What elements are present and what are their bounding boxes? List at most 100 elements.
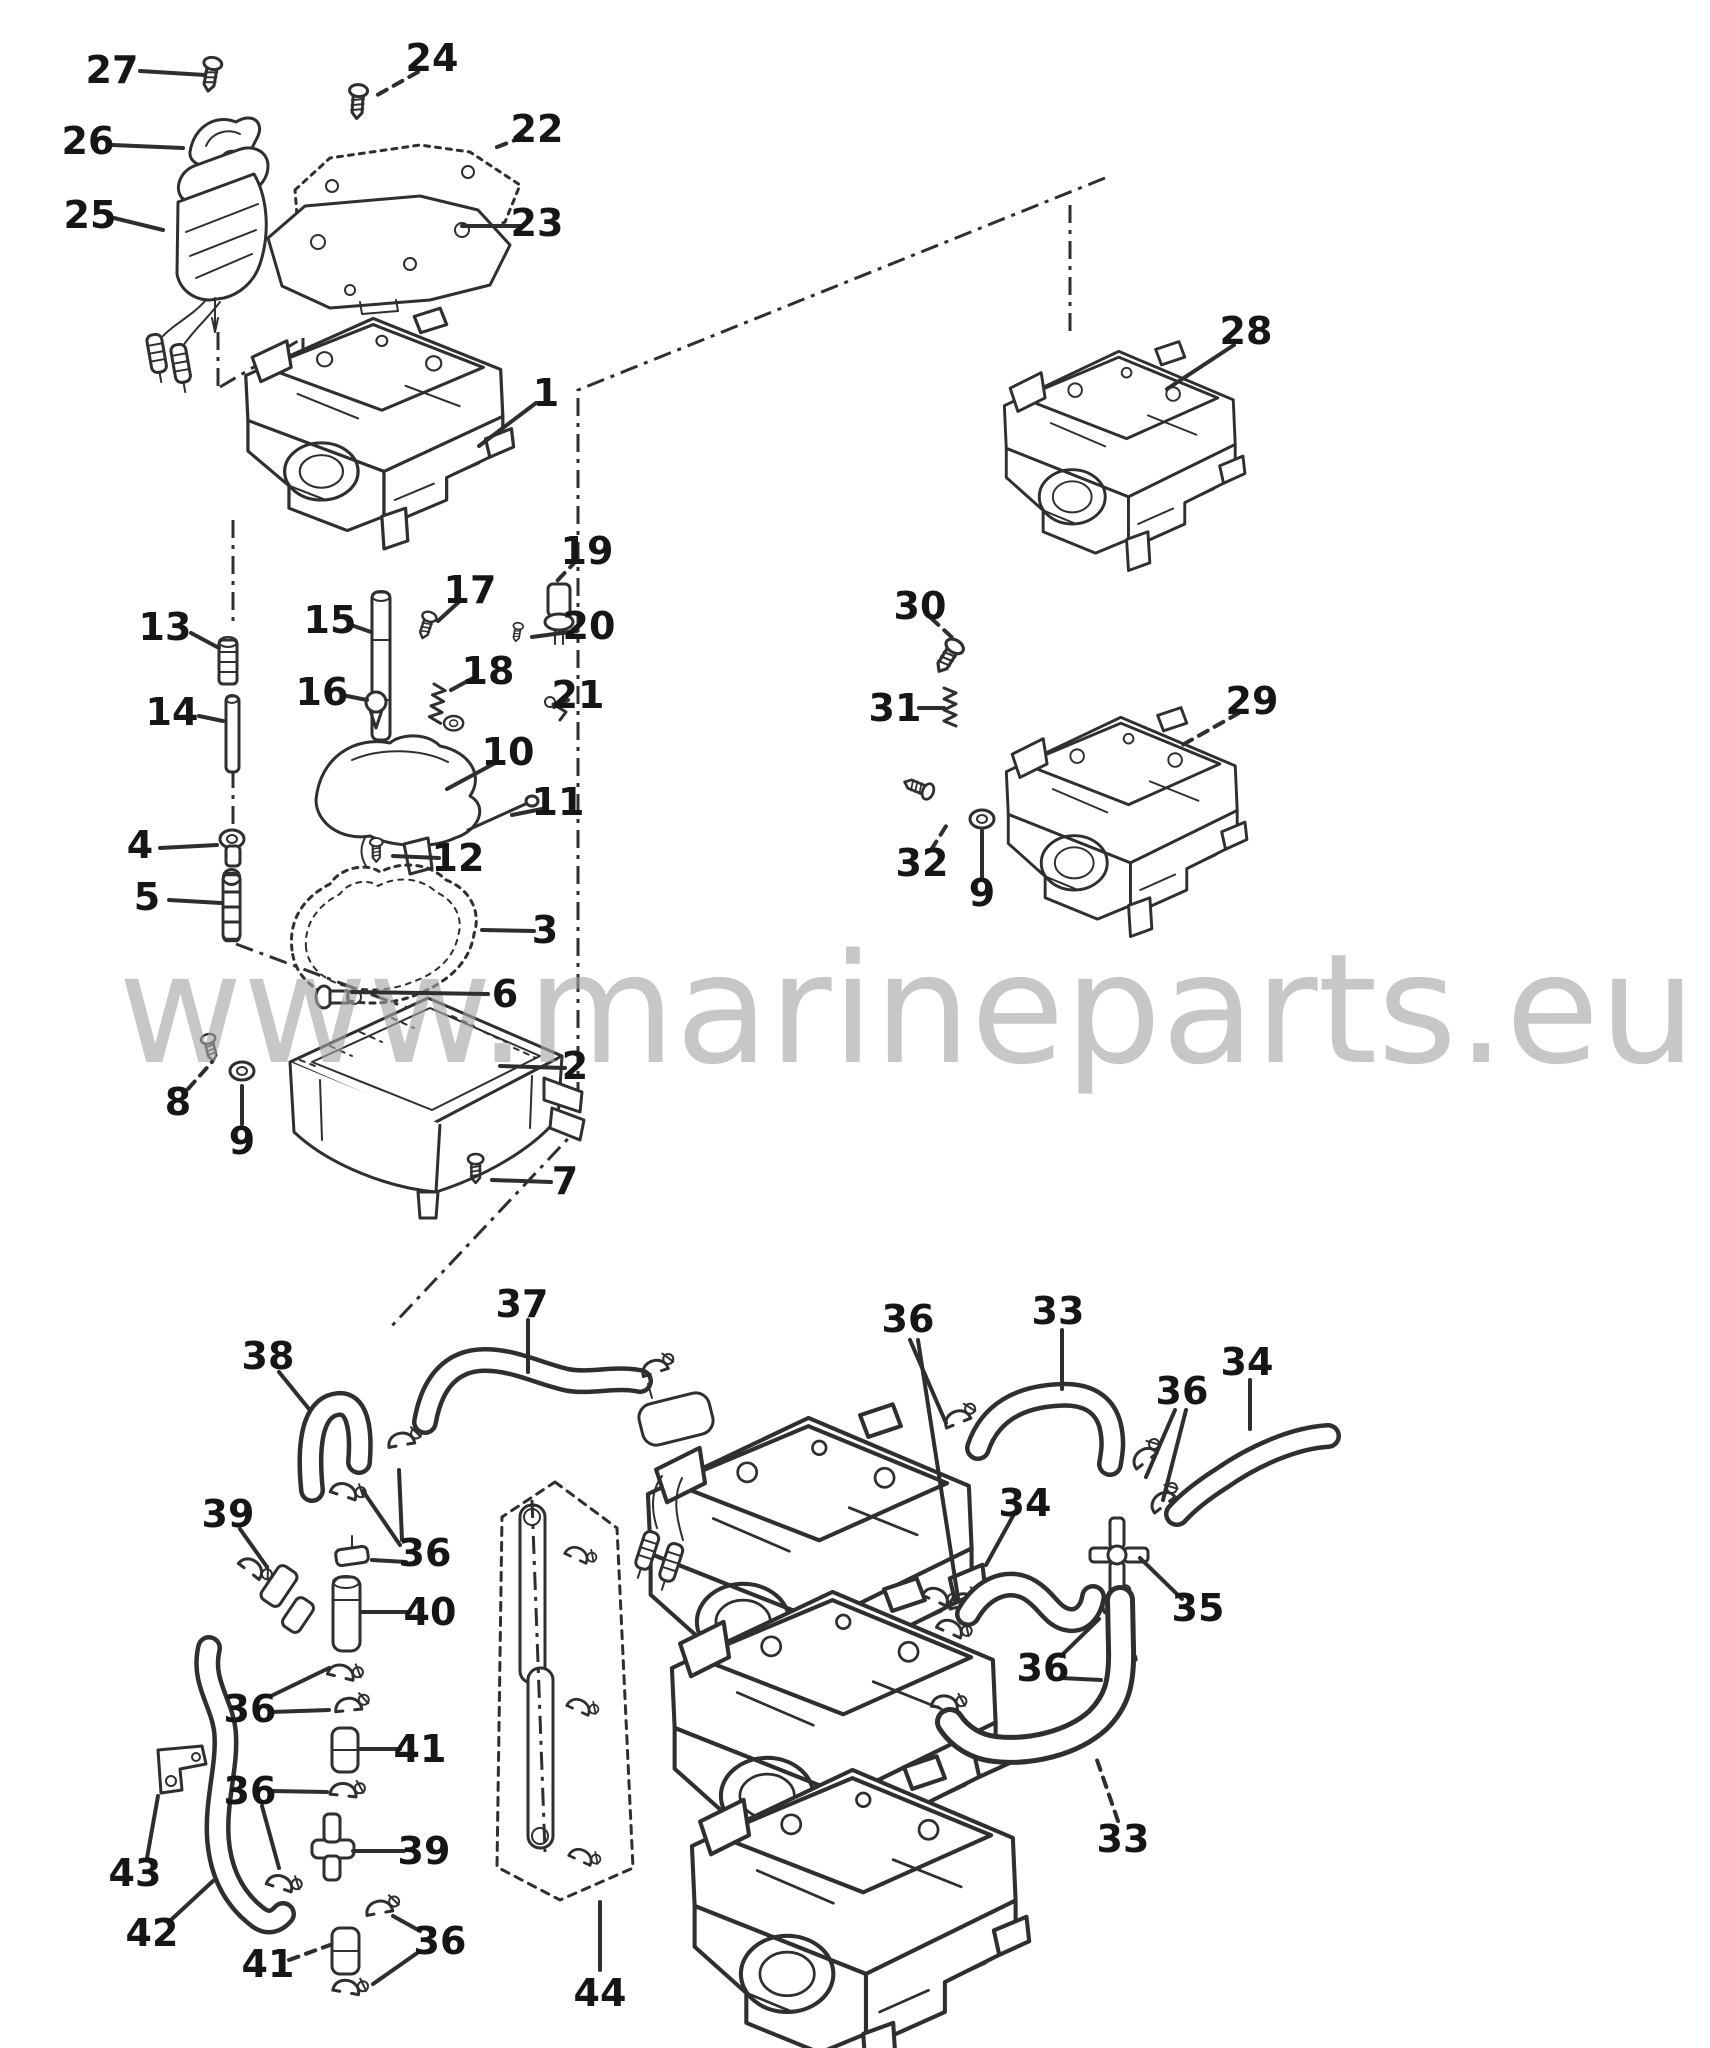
part-33-hose-upper: [965, 1381, 1126, 1477]
leader-line-13: [189, 631, 221, 650]
part-36-clamp-h: [362, 1892, 403, 1917]
part-38-breather-hose: [297, 1391, 373, 1503]
leader-line-38: [277, 1370, 311, 1411]
part-11-float-pin: [466, 794, 540, 832]
callout-number-35: 35: [1172, 1586, 1225, 1630]
leader-line-14: [197, 714, 225, 723]
part-44-link-assembly: [495, 1480, 635, 1902]
callout-number-23: 23: [511, 201, 564, 245]
callout-number-41: 41: [394, 1727, 447, 1771]
callout-number-12: 12: [432, 836, 485, 880]
leader-line-30: [929, 616, 959, 644]
callout-number-21: 21: [552, 673, 605, 717]
leader-line-11: [510, 806, 549, 817]
callout-number-16: 16: [296, 670, 349, 714]
callout-number-24: 24: [406, 36, 459, 80]
callout-number-9: 9: [229, 1119, 255, 1163]
callout-number-33: 33: [1032, 1289, 1085, 1333]
callout-number-2: 2: [562, 1044, 588, 1088]
part-10-float: [314, 734, 482, 876]
part-36-clamp-i: [331, 1972, 371, 1998]
callout-number-36: 36: [399, 1531, 452, 1575]
part-1-carburetor: [244, 306, 516, 551]
callout-number-36: 36: [224, 1687, 277, 1731]
part-42-long-hose: [194, 1635, 296, 1935]
part-carburetor-stack: [629, 1383, 1029, 2048]
leader-line-36: [370, 1558, 408, 1564]
leader-line-28: [1165, 343, 1236, 391]
callout-number-8: 8: [165, 1080, 191, 1124]
leader-line-33: [1095, 1758, 1120, 1823]
callout-number-4: 4: [127, 823, 153, 867]
part-16-needle-valve: [364, 690, 388, 730]
part-31-spring: [942, 686, 958, 728]
part-9-washer-right: [968, 808, 996, 830]
callout-number-33: 33: [1097, 1817, 1150, 1861]
leader-line-5: [167, 898, 223, 905]
part-26-bracket-detail: [205, 130, 241, 147]
leader-line-7: [490, 1178, 553, 1184]
diagram-artwork: [144, 54, 1341, 2048]
callout-number-29: 29: [1226, 679, 1279, 723]
leader-line-15: [349, 623, 373, 634]
leader-line-29: [1175, 711, 1241, 750]
watermark-text: www.marineparts.eu: [118, 921, 1696, 1098]
callout-number-31: 31: [869, 686, 922, 730]
part-20-screw: [509, 621, 525, 643]
part-25-enrichment-solenoid: [144, 146, 270, 395]
callout-number-27: 27: [86, 48, 139, 92]
callout-number-36: 36: [1156, 1369, 1209, 1413]
leader-line-39: [238, 1527, 269, 1569]
leader-line-36: [371, 1949, 422, 1986]
callout-number-6: 6: [492, 972, 518, 1016]
leader-line-19: [554, 558, 579, 584]
part-34-hose-middle: [955, 1571, 1106, 1633]
leader-line-34: [984, 1514, 1015, 1567]
stack-top-inlet: [637, 1383, 715, 1447]
callout-number-26: 26: [62, 119, 115, 163]
part-17-pilot-screw: [414, 608, 439, 642]
leader-line-6: [350, 990, 490, 996]
callout-number-44: 44: [574, 1971, 627, 2015]
callout-number-28: 28: [1220, 309, 1273, 353]
part-14-plunger: [224, 694, 241, 774]
part-13-pilot-jet: [217, 635, 239, 686]
callout-number-36: 36: [1017, 1646, 1070, 1690]
callout-number-36: 36: [414, 1919, 467, 1963]
callout-number-20: 20: [563, 604, 616, 648]
leader-line-4: [158, 843, 219, 850]
leader-line-3: [480, 928, 536, 933]
callout-number-42: 42: [126, 1911, 179, 1955]
leader-line-36: [908, 1338, 948, 1425]
part-39-tee-fitting: [310, 1812, 356, 1882]
leader-line-12: [391, 854, 441, 860]
leader-line-36: [260, 1804, 281, 1870]
callout-number-3: 3: [532, 908, 558, 952]
callout-number-1: 1: [533, 371, 559, 415]
leader-line-32: [929, 821, 950, 852]
leader-line-36: [916, 1338, 960, 1600]
part-40-fuel-filter: [331, 1575, 362, 1653]
leader-line-20: [530, 629, 579, 639]
leader-line-36: [1059, 1617, 1101, 1658]
callout-number-30: 30: [894, 584, 947, 628]
part-18-spring-washer: [427, 682, 465, 732]
leader-line-41: [287, 1943, 332, 1962]
callout-number-19: 19: [561, 529, 614, 573]
leader-line-36: [397, 1468, 404, 1542]
leader-line-10: [445, 760, 499, 791]
leader-line-2: [498, 1064, 567, 1070]
part-12-screw: [368, 836, 384, 863]
leader-line-17: [436, 598, 463, 623]
part-33-hose-lower: [935, 1585, 1137, 1765]
part-36-clamp-f: [328, 1776, 368, 1800]
part-34-hose-right: [1164, 1423, 1341, 1527]
callout-number-32: 32: [896, 841, 949, 885]
callout-number-37: 37: [496, 1282, 549, 1326]
leader-line-36: [391, 1914, 422, 1933]
callout-number-15: 15: [304, 598, 357, 642]
callout-number-14: 14: [146, 690, 199, 734]
